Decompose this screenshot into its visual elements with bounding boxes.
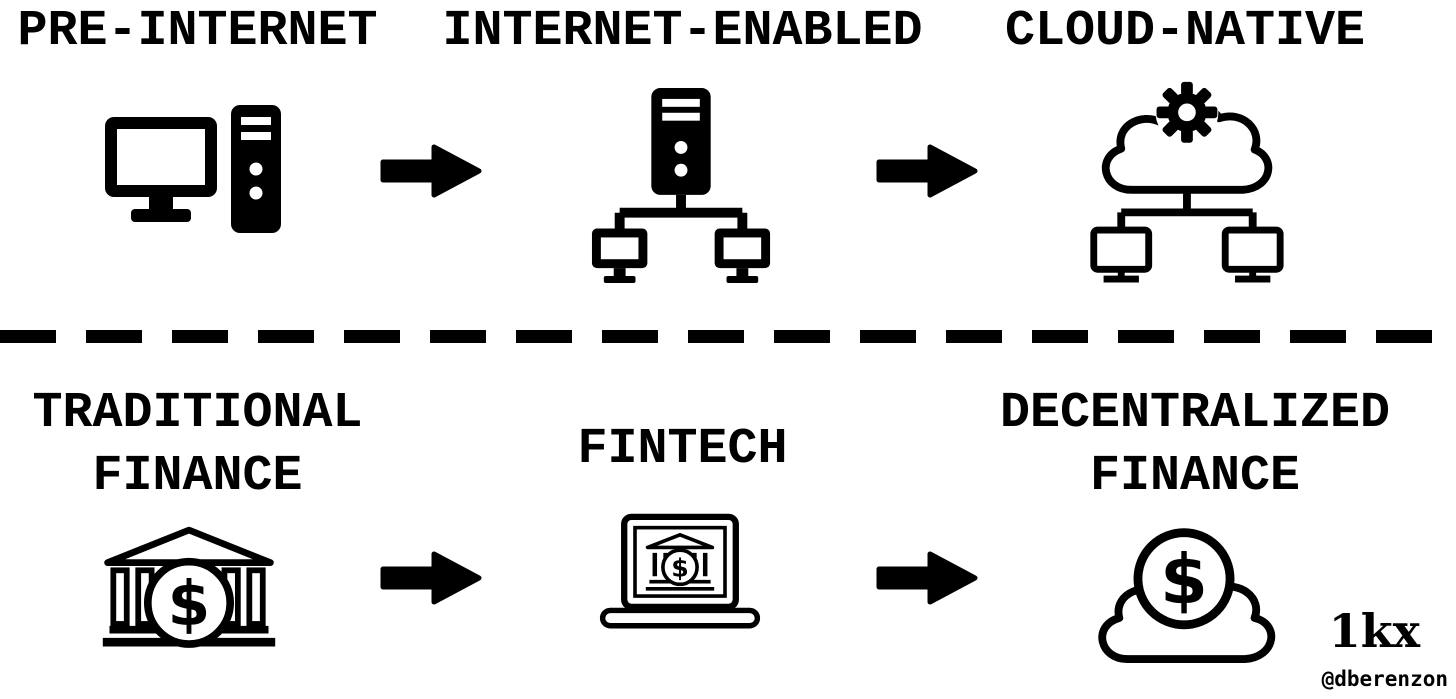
bank-dollar-icon: $ [98, 526, 280, 651]
desktop-computer-icon [103, 103, 283, 240]
dashed-divider [0, 330, 1456, 343]
laptop-bank-icon: $ [590, 513, 770, 635]
stage-label-internet-enabled: INTERNET-ENABLED [442, 3, 923, 60]
right-arrow-icon [876, 548, 978, 608]
dollar-glyph: $ [671, 553, 689, 582]
label-line: FINANCE [1089, 448, 1301, 505]
right-arrow-icon [380, 548, 482, 608]
stage-label-pre-internet: PRE-INTERNET [17, 3, 378, 60]
cloud-dollar-icon: $ [1086, 516, 1282, 663]
right-arrow-icon [380, 141, 482, 201]
right-arrow-icon [876, 141, 978, 201]
label-line: DECENTRALIZED [999, 385, 1391, 442]
label-line: TRADITIONAL [32, 385, 363, 442]
cloud-gear-network-icon [1082, 75, 1288, 286]
dollar-glyph: $ [168, 569, 211, 640]
gear-icon [1156, 81, 1218, 143]
stage-label-traditional-finance: TRADITIONAL FINANCE [0, 382, 395, 508]
label-line: FINTECH [577, 421, 788, 478]
logo-1kx: 1kx [1328, 604, 1420, 658]
stage-label-cloud-native: CLOUD-NATIVE [1004, 3, 1366, 60]
server-network-icon [588, 86, 776, 284]
stage-label-fintech: FINTECH [430, 418, 935, 481]
label-line: FINANCE [92, 448, 303, 505]
dollar-glyph: $ [1160, 540, 1208, 620]
stage-label-decentralized-finance: DECENTRALIZED FINANCE [980, 382, 1410, 508]
attribution-handle: @dberenzon [1321, 667, 1448, 691]
